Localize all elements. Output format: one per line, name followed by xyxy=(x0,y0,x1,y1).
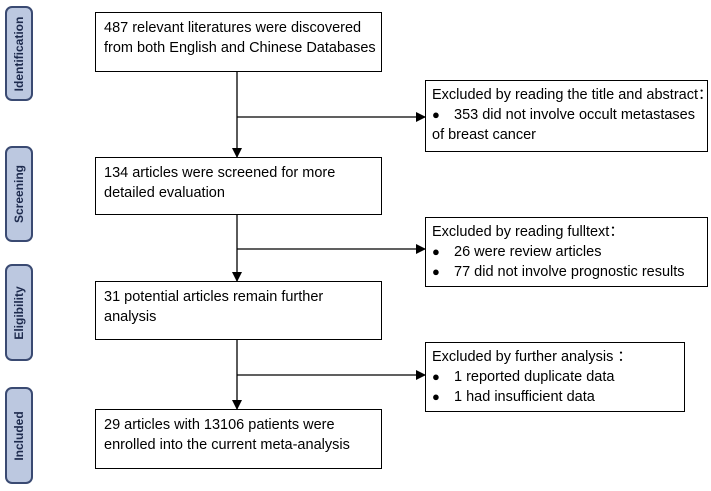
stage-label-included: Included xyxy=(5,387,33,484)
exclusion-item-text: 353 did not involve occult metastases xyxy=(454,107,695,123)
exclusion-item: ● 26 were review articles xyxy=(432,242,701,262)
exclusion-item-text: 1 had insufficient data xyxy=(454,389,595,405)
box-identified-line-2: from both English and Chinese Databases xyxy=(104,40,376,56)
exclusion-item: ● 1 reported duplicate data xyxy=(432,367,678,387)
box-eligible-line-2: analysis xyxy=(104,309,157,325)
box-included-line-2: enrolled into the current meta-analysis xyxy=(104,437,350,453)
bullet-icon: ● xyxy=(432,244,440,259)
exclusion-item: ● 353 did not involve occult metastases xyxy=(432,105,701,125)
exclusion-item: ● 77 did not involve prognostic results xyxy=(432,262,701,282)
bullet-icon: ● xyxy=(432,264,440,279)
exclusion-item: ● 1 had insufficient data xyxy=(432,387,678,407)
exclusion-item-text: 26 were review articles xyxy=(454,244,602,260)
bullet-icon: ● xyxy=(432,107,440,122)
exclusion-item-text: 1 reported duplicate data xyxy=(454,369,615,385)
exclusion-title-abstract-title: Excluded by reading the title and abstra… xyxy=(432,87,711,103)
exclusion-further-title: Excluded by further analysis ： xyxy=(432,349,632,365)
box-identified: 487 relevant literatures were discovered… xyxy=(95,12,382,72)
box-screened-line-1: 134 articles were screened for more xyxy=(104,165,336,181)
exclusion-further: Excluded by further analysis ： ● 1 report… xyxy=(425,342,685,412)
stage-label-eligibility: Eligibility xyxy=(5,264,33,361)
stage-label-identification: Identification xyxy=(5,6,33,101)
box-included: 29 articles with 13106 patients were enr… xyxy=(95,409,382,469)
exclusion-item-text: 77 did not involve prognostic results xyxy=(454,264,685,280)
box-screened-line-2: detailed evaluation xyxy=(104,185,225,201)
stage-label-screening: Screening xyxy=(5,146,33,242)
box-included-line-1: 29 articles with 13106 patients were xyxy=(104,417,335,433)
box-eligible-line-1: 31 potential articles remain further xyxy=(104,289,324,305)
exclusion-item-continuation: of breast cancer xyxy=(432,127,536,143)
bullet-icon: ● xyxy=(432,389,440,404)
exclusion-fulltext: Excluded by reading fulltext： ● 26 were r… xyxy=(425,217,708,287)
box-screened: 134 articles were screened for more deta… xyxy=(95,157,382,215)
bullet-icon: ● xyxy=(432,369,440,384)
exclusion-title-abstract: Excluded by reading the title and abstra… xyxy=(425,80,711,152)
exclusion-fulltext-title: Excluded by reading fulltext： xyxy=(432,224,624,240)
box-identified-line-1: 487 relevant literatures were discovered xyxy=(104,20,362,36)
box-eligible: 31 potential articles remain further ana… xyxy=(95,281,382,340)
